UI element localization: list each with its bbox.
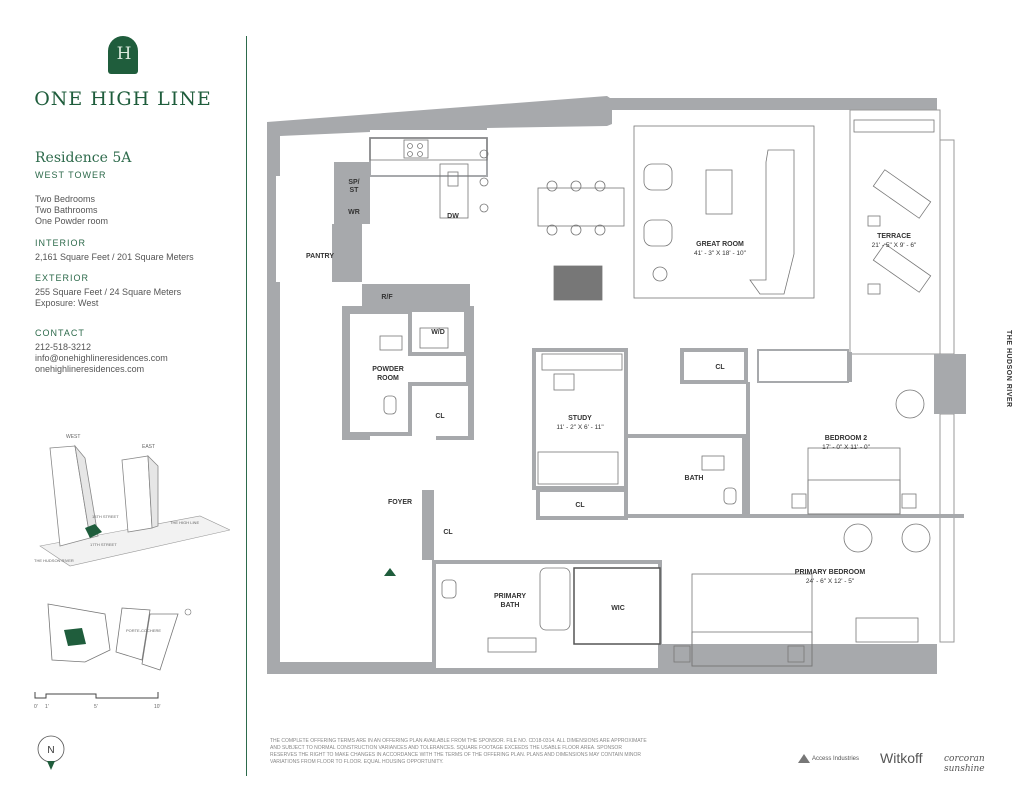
detail-bedrooms: Two Bedrooms xyxy=(35,194,96,204)
residence-title: Residence 5A xyxy=(35,150,132,166)
room-labels: GREAT ROOM 41' - 3" X 18' - 10" TERRACE … xyxy=(306,179,917,612)
label-powder-room: ROOM xyxy=(377,375,399,382)
label-bedroom2: BEDROOM 2 xyxy=(825,435,868,442)
river-label: THE HUDSON RIVER xyxy=(1005,330,1012,408)
north-compass-icon: N xyxy=(37,735,65,770)
brand-logo-icon: H xyxy=(108,36,138,74)
info-sidebar: H ONE HIGH LINE Residence 5A WEST TOWER … xyxy=(0,0,246,800)
access-industries-logo: Access Industries xyxy=(798,754,859,763)
entry-arrow-icon xyxy=(384,568,396,576)
label-powder: POWDER xyxy=(372,366,404,373)
access-triangle-icon xyxy=(798,754,810,763)
label-terrace: TERRACE xyxy=(877,233,911,240)
label-pantry: PANTRY xyxy=(306,253,334,260)
unit-details: Two Bedrooms Two Bathrooms One Powder ro… xyxy=(35,194,108,227)
witkoff-logo: Witkoff xyxy=(880,750,923,766)
label-cl-study: CL xyxy=(575,502,585,509)
detail-bathrooms: Two Bathrooms xyxy=(35,205,98,215)
label-cl-foyer: CL xyxy=(443,529,453,536)
exterior-values: 255 Square Feet / 24 Square Meters Expos… xyxy=(35,287,181,309)
keymap-18th-label: 18TH STREET xyxy=(92,514,119,519)
floor-plan: GREAT ROOM 41' - 3" X 18' - 10" TERRACE … xyxy=(267,96,966,674)
dims-study: 11' - 2" X 6' - 11" xyxy=(556,424,604,431)
partner-logos: Access Industries Witkoff corcoran sunsh… xyxy=(798,748,1018,774)
label-rf: R/F xyxy=(381,294,393,301)
detail-powder: One Powder room xyxy=(35,216,109,226)
label-dw: DW xyxy=(447,213,459,220)
label-study: STUDY xyxy=(568,415,592,422)
label-primary-bath-2: BATH xyxy=(501,602,520,609)
keymap-highline-label: THE HIGH LINE xyxy=(170,520,199,525)
dims-bedroom2: 17' - 0" X 11' - 0" xyxy=(822,444,870,451)
dims-great-room: 41' - 3" X 18' - 10" xyxy=(694,250,747,257)
contact-values: 212-518-3212 info@onehighlineresidences.… xyxy=(35,342,168,375)
keymap-west-label: WEST xyxy=(66,434,80,440)
site-plan-keymap: PORTE-COCHERE xyxy=(47,603,192,671)
label-wic: WIC xyxy=(611,605,625,612)
compass-label: N xyxy=(47,745,54,756)
plan-fixtures xyxy=(369,119,935,667)
scale-tick-1: 1' xyxy=(45,704,49,710)
label-foyer: FOYER xyxy=(388,499,412,506)
label-spst-1: SP/ xyxy=(348,179,359,186)
dims-primary-bedroom: 24' - 6" X 12' - 5" xyxy=(806,578,855,585)
label-spst-2: ST xyxy=(350,187,360,194)
contact-label: CONTACT xyxy=(35,328,85,338)
brand-name: ONE HIGH LINE xyxy=(34,88,212,110)
exterior-label: EXTERIOR xyxy=(35,273,90,283)
tower-label: WEST TOWER xyxy=(35,170,107,180)
scale-tick-10: 10' xyxy=(154,704,161,710)
building-3d-keymap: WEST EAST 18TH STREET 17TH STREET THE HI… xyxy=(34,434,230,567)
contact-website[interactable]: onehighlineresidences.com xyxy=(35,364,145,374)
divider-line xyxy=(246,36,247,776)
label-primary-bedroom: PRIMARY BEDROOM xyxy=(795,569,866,576)
exterior-area: 255 Square Feet / 24 Square Meters xyxy=(35,287,182,297)
label-great-room: GREAT ROOM xyxy=(696,241,744,248)
scale-bar: 0' 1' 5' 10' xyxy=(34,692,161,710)
label-cl-hall: CL xyxy=(715,364,725,371)
interior-value: 2,161 Square Feet / 201 Square Meters xyxy=(35,252,194,262)
dims-terrace: 21' - 5" X 9' - 6" xyxy=(872,242,917,249)
label-wr: WR xyxy=(348,209,360,216)
contact-email[interactable]: info@onehighlineresidences.com xyxy=(35,353,168,363)
label-cl-powder: CL xyxy=(435,413,445,420)
contact-phone[interactable]: 212-518-3212 xyxy=(35,342,92,352)
label-bath: BATH xyxy=(685,475,704,482)
exposure: Exposure: West xyxy=(35,298,99,308)
label-primary-bath: PRIMARY xyxy=(494,593,526,600)
keymap-17th-label: 17TH STREET xyxy=(90,542,117,547)
scale-tick-5: 5' xyxy=(94,704,98,710)
plan-walls xyxy=(267,96,966,674)
label-wd: W/D xyxy=(431,329,445,336)
keymap-east-label: EAST xyxy=(142,444,155,450)
interior-label: INTERIOR xyxy=(35,238,87,248)
legal-disclaimer: THE COMPLETE OFFERING TERMS ARE IN AN OF… xyxy=(270,738,647,765)
keymap-porte-label: PORTE-COCHERE xyxy=(126,628,161,633)
corcoran-logo: corcoran sunshine xyxy=(944,754,985,774)
scale-tick-0: 0' xyxy=(34,704,38,710)
keymap-river-label: THE HUDSON RIVER xyxy=(34,558,74,563)
